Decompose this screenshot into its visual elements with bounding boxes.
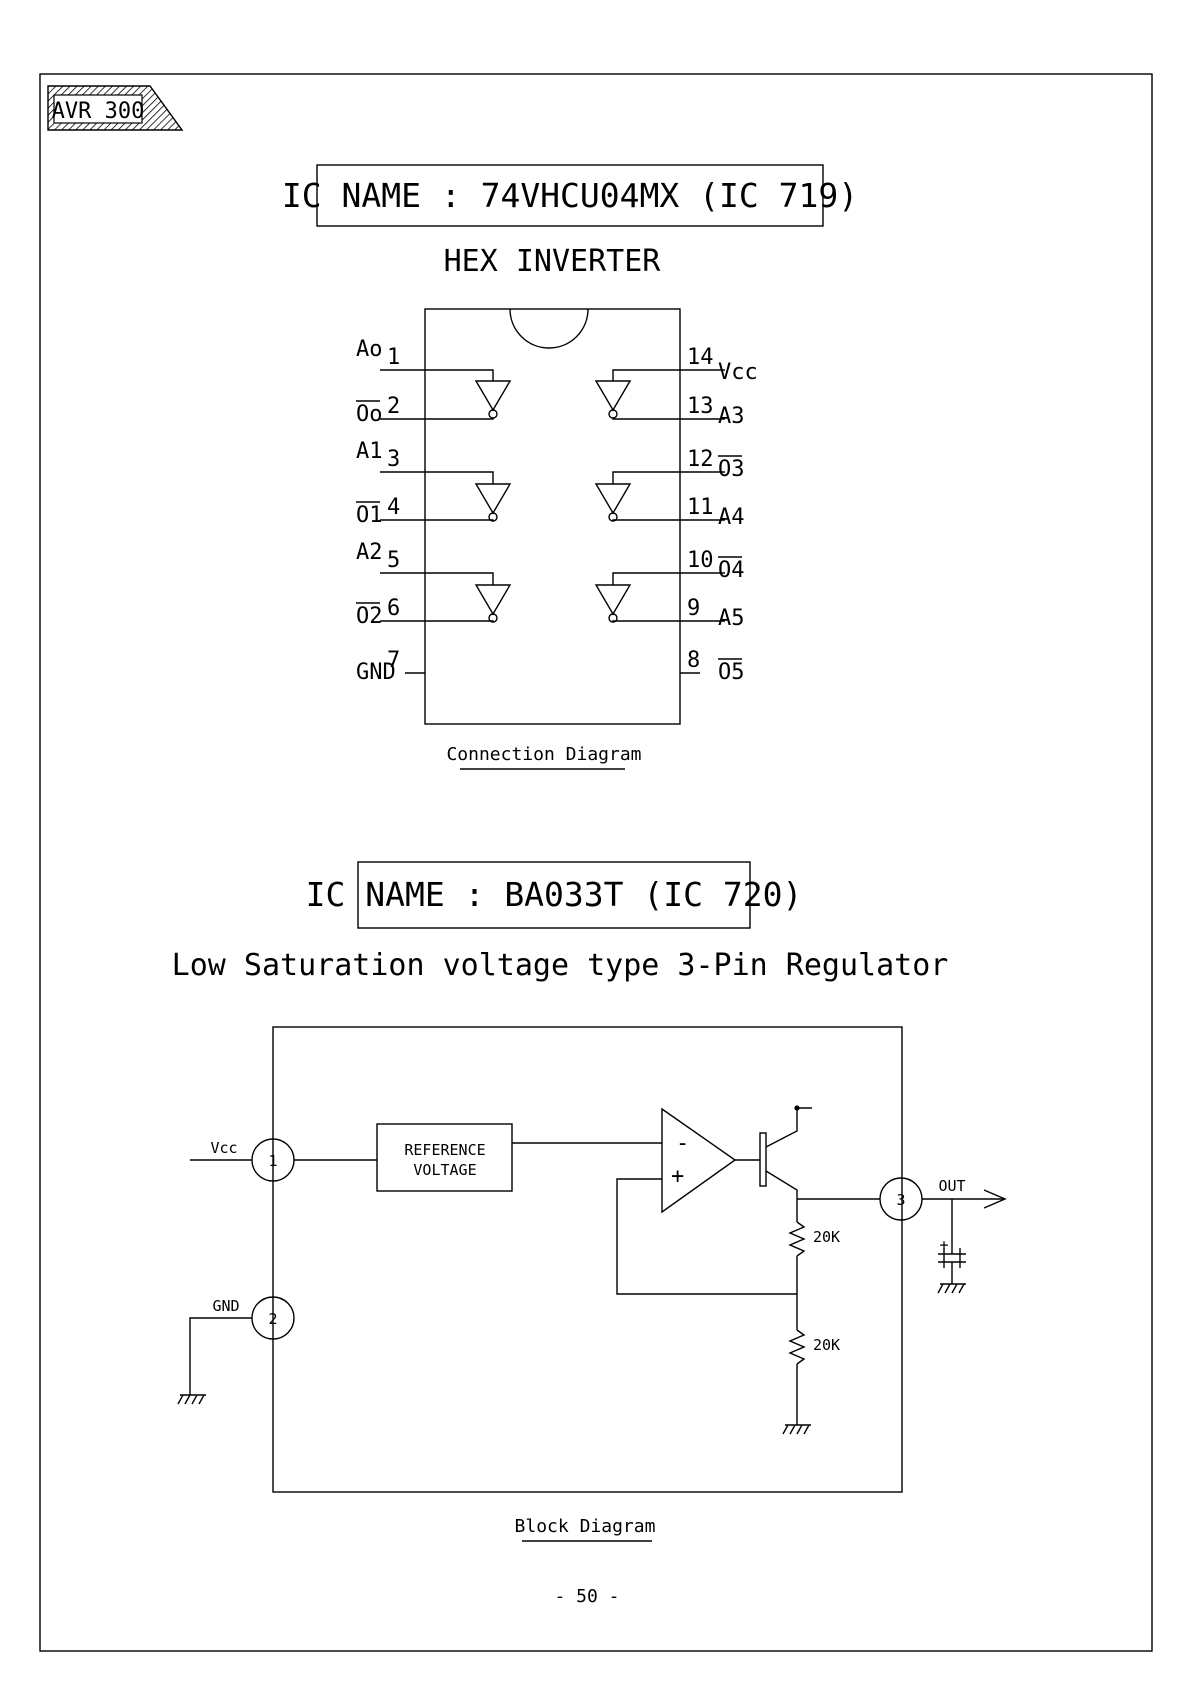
right-pin-label: A4 <box>718 505 745 530</box>
left-pin-label: A2 <box>356 540 383 565</box>
ref-line1: REFERENCE <box>404 1141 485 1159</box>
left-pin-label: Oo <box>356 402 383 427</box>
ref-line2: VOLTAGE <box>413 1161 476 1179</box>
header-tag-text: AVR 300 <box>52 99 145 124</box>
ground-symbol-divider <box>783 1425 811 1434</box>
opamp-plus: + <box>671 1164 684 1189</box>
pass-transistor <box>760 1105 812 1199</box>
regulator-block <box>273 1027 902 1492</box>
right-pin-number: 8 <box>687 648 700 673</box>
ground-symbol-left <box>178 1395 206 1404</box>
right-pin-label: O4 <box>718 558 745 583</box>
right-pin-number: 11 <box>687 495 714 520</box>
error-amplifier <box>662 1109 735 1212</box>
left-pin-label: GND <box>356 660 396 685</box>
ic1-caption: Connection Diagram <box>446 744 641 765</box>
right-pin-number: 10 <box>687 548 714 573</box>
right-pin-number: 9 <box>687 596 700 621</box>
ic2-title: IC NAME : BA033T (IC 720) <box>306 875 803 914</box>
ic1-subtitle: HEX INVERTER <box>444 244 662 279</box>
right-pin-number: 14 <box>687 345 714 370</box>
inverter-gate <box>596 585 630 614</box>
pin2-number: 2 <box>268 1310 277 1328</box>
right-pin-label: A3 <box>718 404 745 429</box>
left-pin-label: O2 <box>356 604 383 629</box>
resistor-2 <box>790 1330 804 1364</box>
resistor-2-label: 20K <box>813 1336 840 1354</box>
ic2-subtitle: Low Saturation voltage type 3-Pin Regula… <box>172 948 949 983</box>
header-tag: AVR 300 <box>48 86 182 130</box>
pin3-number: 3 <box>896 1191 905 1209</box>
feedback-line <box>617 1179 797 1294</box>
left-pin-number: 3 <box>387 447 400 472</box>
left-pin-label: O1 <box>356 503 383 528</box>
hex-inverter-package <box>425 309 680 724</box>
right-pin-label: Vcc <box>718 360 758 385</box>
left-pin-label: Ao <box>356 337 383 362</box>
inverter-gate <box>476 484 510 513</box>
ic1-inverter-gates <box>425 370 680 622</box>
left-pin-number: 5 <box>387 548 400 573</box>
out-label: OUT <box>938 1177 965 1195</box>
gnd-label: GND <box>212 1297 239 1315</box>
opamp-minus: - <box>676 1131 689 1156</box>
inverter-gate <box>476 381 510 410</box>
right-pin-label: A5 <box>718 606 745 631</box>
left-pin-number: 6 <box>387 596 400 621</box>
inverter-gate <box>596 381 630 410</box>
right-pin-label: O5 <box>718 660 745 685</box>
ic1-title: IC NAME : 74VHCU04MX (IC 719) <box>282 176 858 215</box>
ic2-caption: Block Diagram <box>515 1516 656 1537</box>
left-pin-number: 4 <box>387 495 400 520</box>
pin1-number: 1 <box>268 1152 277 1170</box>
gnd-lead <box>190 1318 252 1395</box>
cap-plus-label: + <box>939 1236 948 1254</box>
resistor-1 <box>790 1222 804 1256</box>
resistor-1-label: 20K <box>813 1228 840 1246</box>
inverter-gate <box>596 484 630 513</box>
right-pin-number: 13 <box>687 394 714 419</box>
left-pin-number: 1 <box>387 345 400 370</box>
right-pin-label: O3 <box>718 457 745 482</box>
vcc-label: Vcc <box>210 1139 237 1157</box>
right-pin-number: 12 <box>687 447 714 472</box>
left-pin-label: A1 <box>356 439 383 464</box>
left-pin-number: 2 <box>387 394 400 419</box>
page-number: - 50 - <box>554 1586 619 1607</box>
inverter-gate <box>476 585 510 614</box>
